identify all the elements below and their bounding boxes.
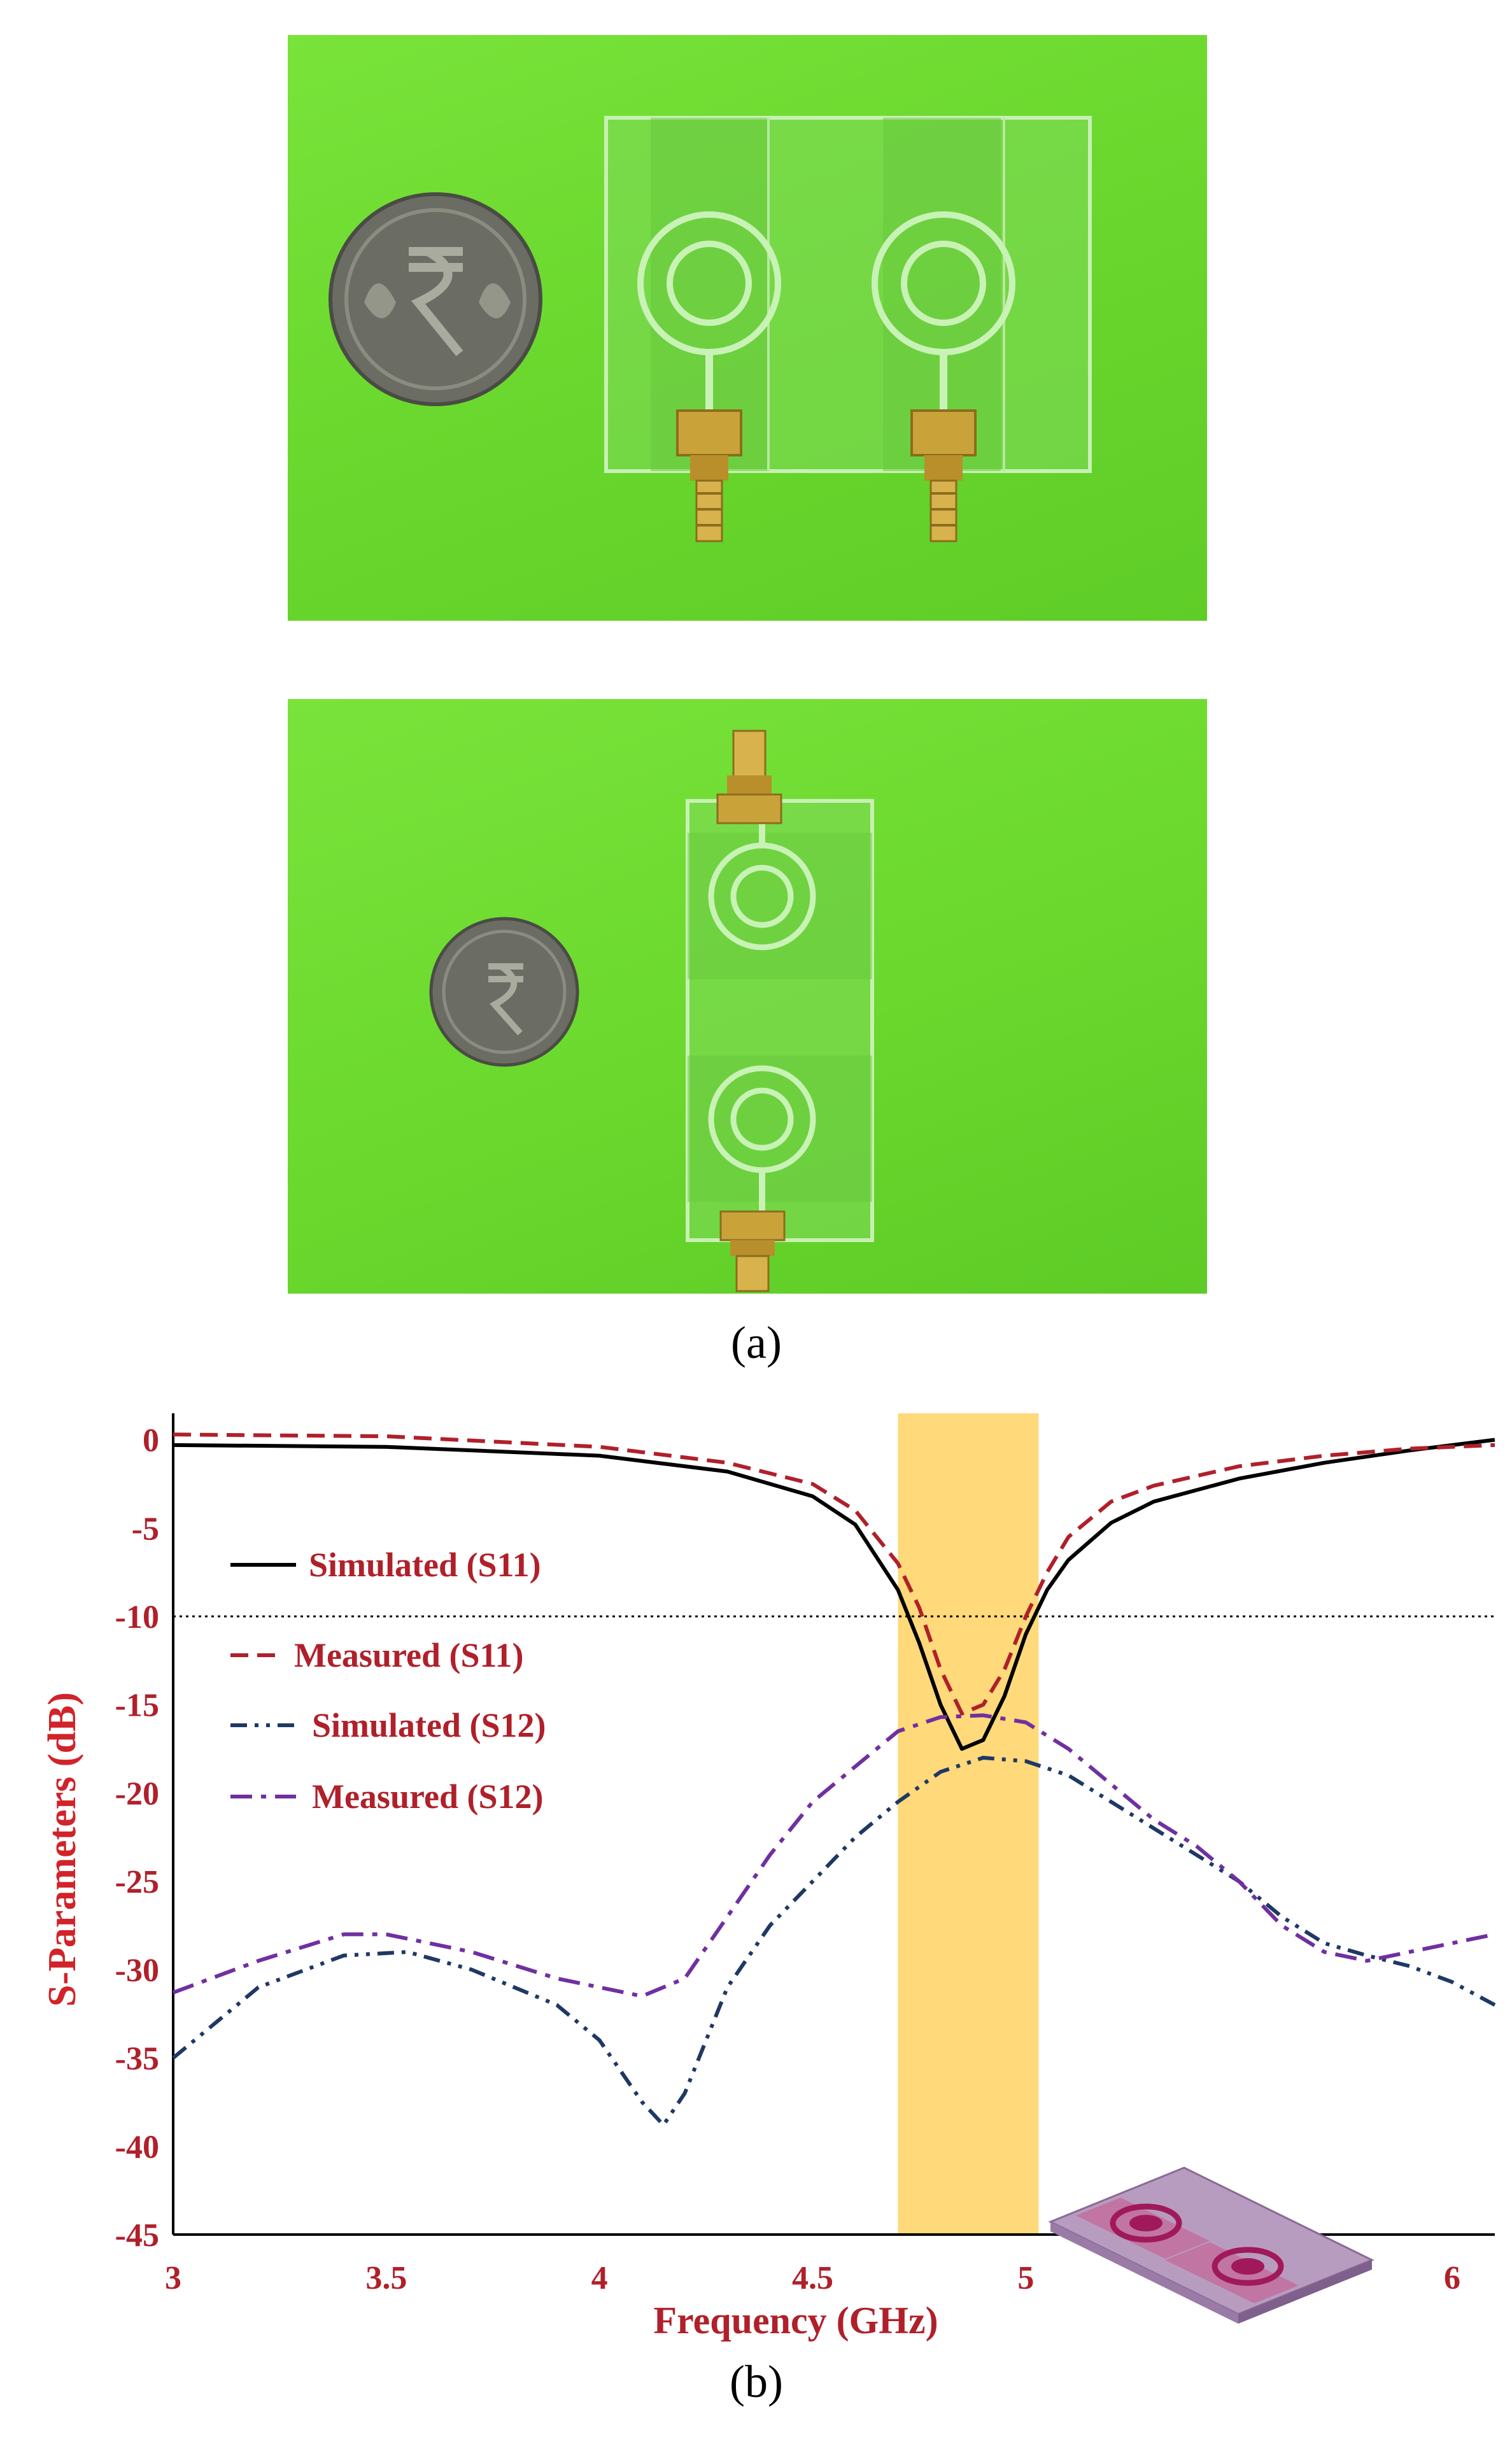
photo-top: [288, 35, 1207, 621]
photo-bottom-art: [429, 730, 874, 1292]
legend-layer: Simulated (S11) Measured (S11) Simulated (…: [230, 1546, 546, 1816]
x-tick-label: 5: [1017, 2260, 1034, 2296]
series-line-4: [172, 1713, 1495, 1998]
y-axis-label: S-Parameters (dB): [41, 1692, 84, 2007]
sma-connector-icon: [910, 409, 977, 542]
ticks-layer: 0-5-10-15-20-25-30-35-40-4533.544.555.56…: [41, 1423, 1460, 2342]
legend-label: Measured (S11): [294, 1636, 524, 1674]
sma-connector-icon: [719, 1210, 786, 1292]
series-layer: [172, 1432, 1496, 2127]
y-tick-label: -45: [115, 2217, 159, 2254]
highlight-band-layer: [898, 1413, 1039, 2235]
antenna-model-inset-icon: [1048, 2166, 1374, 2324]
y-tick-label: -25: [115, 1864, 159, 1900]
series-line-3: [172, 1756, 1496, 2127]
legend-label: Simulated (S12): [312, 1706, 546, 1744]
sma-connector-icon: [716, 730, 782, 824]
y-tick-label: -20: [115, 1776, 159, 1812]
series-line-1: [173, 1437, 1495, 1751]
photo-bottom: [288, 699, 1207, 1294]
x-tick-label: 3.5: [365, 2260, 407, 2296]
x-tick-label: 4: [591, 2260, 608, 2296]
legend-label: Simulated (S11): [309, 1546, 541, 1584]
y-tick-label: -15: [115, 1688, 159, 1724]
caption-b: (b): [730, 2356, 783, 2407]
x-axis-label: Frequency (GHz): [653, 2299, 938, 2342]
x-tick-label: 4.5: [792, 2260, 833, 2296]
x-tick-label: 6: [1444, 2260, 1460, 2296]
coin-icon: [329, 192, 542, 406]
y-tick-label: -10: [115, 1599, 159, 1635]
y-tick-label: 0: [143, 1423, 159, 1459]
caption-a: (a): [731, 1317, 782, 1368]
y-tick-label: -5: [132, 1511, 159, 1547]
photo-top-art: [329, 116, 1092, 542]
coin-icon: [429, 917, 579, 1067]
legend-label: Measured (S12): [312, 1777, 543, 1816]
y-tick-label: -30: [115, 1953, 159, 1989]
sma-connector-icon: [676, 409, 742, 542]
highlight-band: [898, 1413, 1039, 2235]
y-tick-label: -35: [115, 2041, 159, 2077]
axes-layer: [172, 1413, 1495, 2236]
series-line-2: [173, 1432, 1495, 1716]
x-tick-label: 3: [165, 2260, 181, 2296]
s-parameter-chart: 0-5-10-15-20-25-30-35-40-4533.544.555.56…: [41, 1413, 1496, 2342]
antenna-board: [686, 799, 874, 1242]
y-tick-label: -40: [115, 2129, 159, 2165]
